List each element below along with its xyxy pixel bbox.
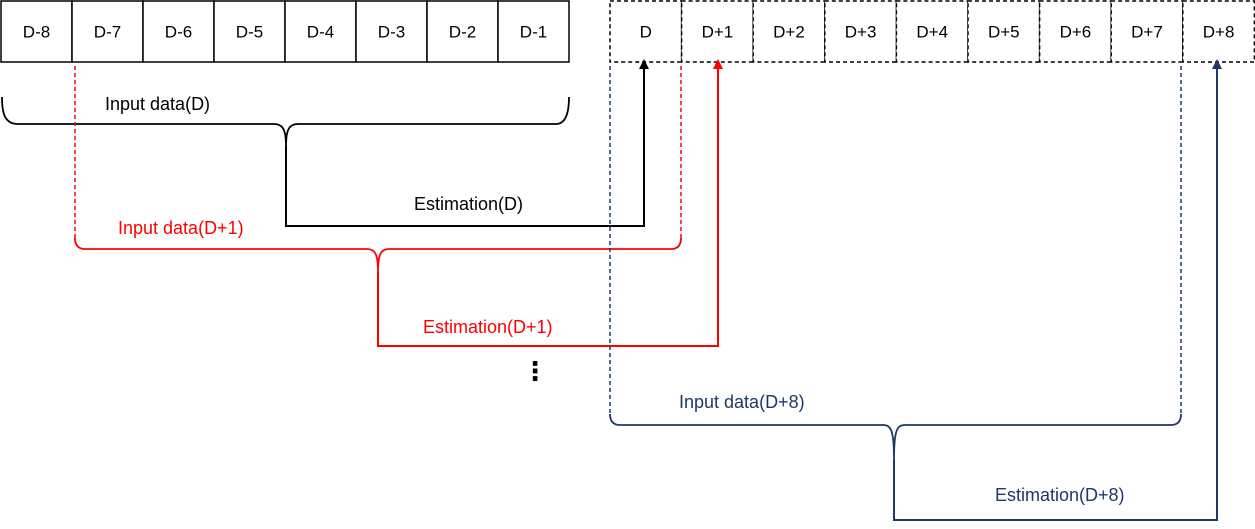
cell-d-1 [497,0,570,63]
cell-d-plus-8 [1182,0,1255,63]
cell-label-d-3: D-3 [378,23,405,42]
input-bracket-d-plus-1 [74,237,682,273]
cell-d-8 [0,0,73,63]
group-d: Input data(D) Estimation(D) [1,59,649,227]
group-d-plus-8: Input data(D+8) Estimation(D+8) [609,59,1222,521]
group-d-plus-1: Input data(D+1) Estimation(D+1) [74,59,723,347]
past-data-row: D-8 D-7 D-6 D-5 D-4 D-3 D-2 D-1 [0,0,570,63]
cell-label-d-1: D-1 [520,23,547,42]
cell-d-4 [284,0,357,63]
cell-d-plus-5 [967,0,1041,63]
cell-label-d: D [640,23,652,42]
cell-d-plus-4 [895,0,969,63]
estimation-label-d: Estimation(D) [414,194,523,214]
estimation-connector-d-plus-8 [893,59,1222,521]
cell-d-6 [142,0,215,63]
cell-d-plus-2 [752,0,826,63]
cell-d-3 [355,0,428,63]
cell-d-7 [71,0,144,63]
input-label-d-plus-1: Input data(D+1) [118,218,244,238]
cell-label-d-8: D-8 [23,23,50,42]
cell-label-d-4: D-4 [307,23,334,42]
cell-label-d-plus-6: D+6 [1060,23,1092,42]
cell-d [609,0,683,63]
cell-d-plus-6 [1038,0,1112,63]
estimation-label-d-plus-8: Estimation(D+8) [995,485,1125,505]
cell-label-d-plus-1: D+1 [702,23,734,42]
cell-label-d-5: D-5 [236,23,263,42]
cell-d-plus-1 [680,0,754,63]
cell-d-2 [426,0,499,63]
cell-label-d-6: D-6 [165,23,192,42]
cell-label-d-plus-7: D+7 [1131,23,1163,42]
cell-label-d-7: D-7 [94,23,121,42]
cell-label-d-plus-4: D+4 [916,23,948,42]
estimation-connector-d-plus-1 [377,59,723,347]
cell-d-plus-7 [1110,0,1184,63]
cell-label-d-plus-2: D+2 [773,23,805,42]
ellipsis: ⋮ [522,356,548,386]
estimation-connector-d [285,59,649,227]
cell-label-d-2: D-2 [449,23,476,42]
input-bracket-d [1,96,570,147]
cell-label-d-plus-3: D+3 [845,23,877,42]
estimation-label-d-plus-1: Estimation(D+1) [423,317,553,337]
cell-d-plus-3 [824,0,898,63]
cell-label-d-plus-8: D+8 [1203,23,1235,42]
input-label-d: Input data(D) [105,94,210,114]
cell-label-d-plus-5: D+5 [988,23,1020,42]
input-label-d-plus-8: Input data(D+8) [679,392,805,412]
forecast-row: D D+1 D+2 D+3 D+4 D+5 D+6 D+7 D+8 [609,0,1255,63]
input-bracket-d-plus-8 [609,413,1182,461]
